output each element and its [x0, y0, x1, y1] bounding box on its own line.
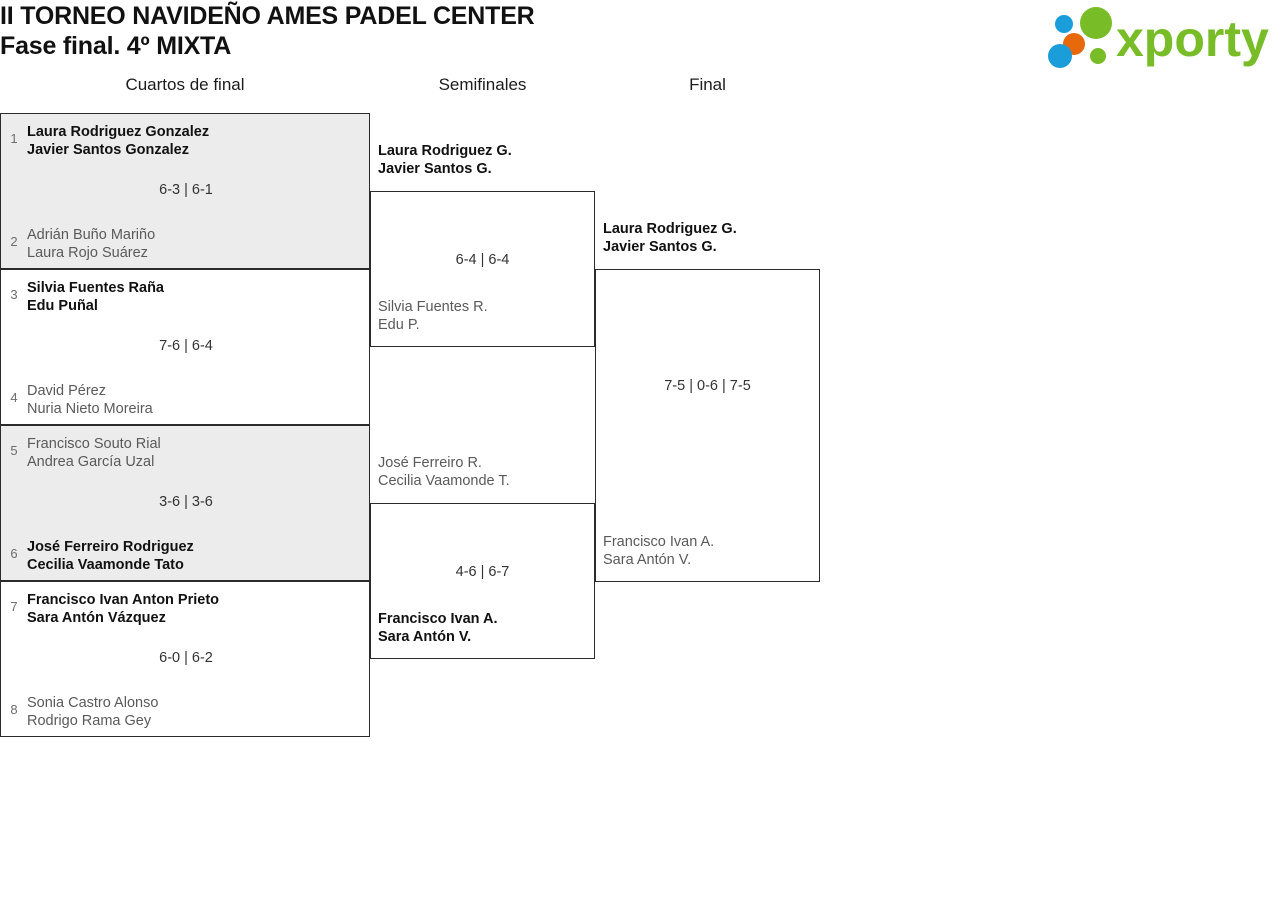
player-name: Javier Santos Gonzalez — [27, 142, 189, 158]
player-name: Silvia Fuentes R. — [378, 299, 488, 315]
seed-number: 8 — [10, 702, 18, 717]
tournament-title: II TORNEO NAVIDEÑO AMES PADEL CENTER — [0, 2, 535, 30]
player-name: Francisco Ivan Anton Prieto — [27, 592, 220, 608]
round-header-semifinals: Semifinales — [438, 75, 527, 94]
round-headers: Cuartos de final Semifinales Final — [0, 75, 1280, 113]
match-score: 6-3 | 6-1 — [159, 182, 213, 198]
player-name: Nuria Nieto Moreira — [27, 401, 153, 417]
tournament-subtitle: Fase final. 4º MIXTA — [0, 31, 232, 60]
seed-number: 5 — [10, 443, 18, 458]
xporty-logo[interactable]: xporty — [1046, 6, 1274, 68]
match-team-bottom[interactable]: Francisco Ivan A. Sara Antón V. — [603, 533, 821, 569]
seed-number: 3 — [10, 287, 18, 302]
seed-number: 7 — [10, 599, 18, 614]
match-team-bottom[interactable]: 4 David Pérez Nuria Nieto Moreira — [1, 382, 371, 418]
match-score: 7-5 | 0-6 | 7-5 — [664, 378, 751, 394]
match-team-bottom[interactable]: Silvia Fuentes R. Edu P. — [378, 298, 596, 334]
player-name: Cecilia Vaamonde Tato — [27, 557, 184, 573]
match-quarterfinal-2[interactable]: 3 Silvia Fuentes Raña Edu Puñal 7-6 | 6-… — [0, 269, 370, 425]
player-name: Javier Santos G. — [603, 239, 717, 255]
logo-dot-green-small — [1090, 48, 1106, 64]
match-team-top[interactable]: Laura Rodriguez G. Javier Santos G. — [603, 220, 821, 256]
player-name: José Ferreiro Rodriguez — [27, 539, 194, 555]
match-team-top[interactable]: Laura Rodriguez G. Javier Santos G. — [378, 142, 596, 178]
match-team-bottom[interactable]: 2 Adrián Buño Mariño Laura Rojo Suárez — [1, 226, 371, 262]
match-team-top[interactable]: 7 Francisco Ivan Anton Prieto Sara Antón… — [1, 591, 371, 627]
player-name: Laura Rojo Suárez — [27, 245, 148, 261]
player-name: Edu P. — [378, 317, 420, 333]
logo-wordmark: xporty — [1116, 11, 1269, 67]
match-semifinal-1[interactable]: Laura Rodriguez G. Javier Santos G. 6-4 … — [370, 143, 596, 347]
match-team-bottom[interactable]: Francisco Ivan A. Sara Antón V. — [378, 610, 596, 646]
match-team-top[interactable]: 1 Laura Rodriguez Gonzalez Javier Santos… — [1, 123, 371, 159]
player-name: Sara Antón V. — [378, 629, 472, 645]
match-score: 4-6 | 6-7 — [455, 564, 510, 580]
player-name: Laura Rodriguez Gonzalez — [27, 124, 210, 140]
seed-number: 1 — [10, 131, 18, 146]
round-header-final: Final — [689, 75, 726, 94]
match-semifinal-2[interactable]: José Ferreiro R. Cecilia Vaamonde T. 4-6… — [370, 455, 596, 659]
seed-number: 2 — [10, 234, 18, 249]
match-team-top[interactable]: José Ferreiro R. Cecilia Vaamonde T. — [378, 454, 596, 490]
logo-dot-blue-large — [1048, 44, 1072, 68]
player-name: David Pérez — [27, 383, 106, 399]
player-name: Sonia Castro Alonso — [27, 695, 159, 711]
seed-number: 6 — [10, 546, 18, 561]
match-score: 3-6 | 3-6 — [159, 494, 213, 510]
player-name: Laura Rodriguez G. — [603, 221, 737, 237]
player-name: Francisco Souto Rial — [27, 436, 161, 452]
player-name: Francisco Ivan A. — [378, 611, 498, 627]
match-final[interactable]: Laura Rodriguez G. Javier Santos G. 7-5 … — [595, 221, 821, 582]
match-score: 6-0 | 6-2 — [159, 650, 213, 666]
player-name: Edu Puñal — [27, 298, 98, 314]
match-team-top[interactable]: 5 Francisco Souto Rial Andrea García Uza… — [1, 435, 371, 471]
match-team-bottom[interactable]: 8 Sonia Castro Alonso Rodrigo Rama Gey — [1, 694, 371, 730]
match-team-top[interactable]: 3 Silvia Fuentes Raña Edu Puñal — [1, 279, 371, 315]
logo-dot-green-large — [1080, 7, 1112, 39]
player-name: Rodrigo Rama Gey — [27, 713, 152, 729]
player-name: Cecilia Vaamonde T. — [378, 473, 510, 489]
player-name: Javier Santos G. — [378, 161, 492, 177]
match-score: 7-6 | 6-4 — [159, 338, 213, 354]
logo-dot-blue-small — [1055, 15, 1073, 33]
player-name: Sara Antón V. — [603, 552, 692, 568]
player-name: Silvia Fuentes Raña — [27, 280, 164, 296]
match-score: 6-4 | 6-4 — [455, 252, 510, 268]
page-title: II TORNEO NAVIDEÑO AMES PADEL CENTER Fas… — [0, 2, 535, 61]
match-quarterfinal-4[interactable]: 7 Francisco Ivan Anton Prieto Sara Antón… — [0, 581, 370, 737]
player-name: Andrea García Uzal — [27, 454, 155, 470]
player-name: Sara Antón Vázquez — [27, 610, 166, 626]
match-team-bottom[interactable]: 6 José Ferreiro Rodriguez Cecilia Vaamon… — [1, 538, 371, 574]
page-header: II TORNEO NAVIDEÑO AMES PADEL CENTER Fas… — [0, 0, 1280, 75]
match-quarterfinal-3[interactable]: 5 Francisco Souto Rial Andrea García Uza… — [0, 425, 370, 581]
player-name: José Ferreiro R. — [378, 455, 482, 471]
round-header-quarterfinals: Cuartos de final — [125, 75, 245, 94]
player-name: Laura Rodriguez G. — [378, 143, 512, 159]
player-name: Adrián Buño Mariño — [27, 227, 156, 243]
match-quarterfinal-1[interactable]: 1 Laura Rodriguez Gonzalez Javier Santos… — [0, 113, 370, 269]
tournament-bracket: 1 Laura Rodriguez Gonzalez Javier Santos… — [0, 113, 1280, 903]
seed-number: 4 — [10, 390, 18, 405]
player-name: Francisco Ivan A. — [603, 534, 715, 550]
